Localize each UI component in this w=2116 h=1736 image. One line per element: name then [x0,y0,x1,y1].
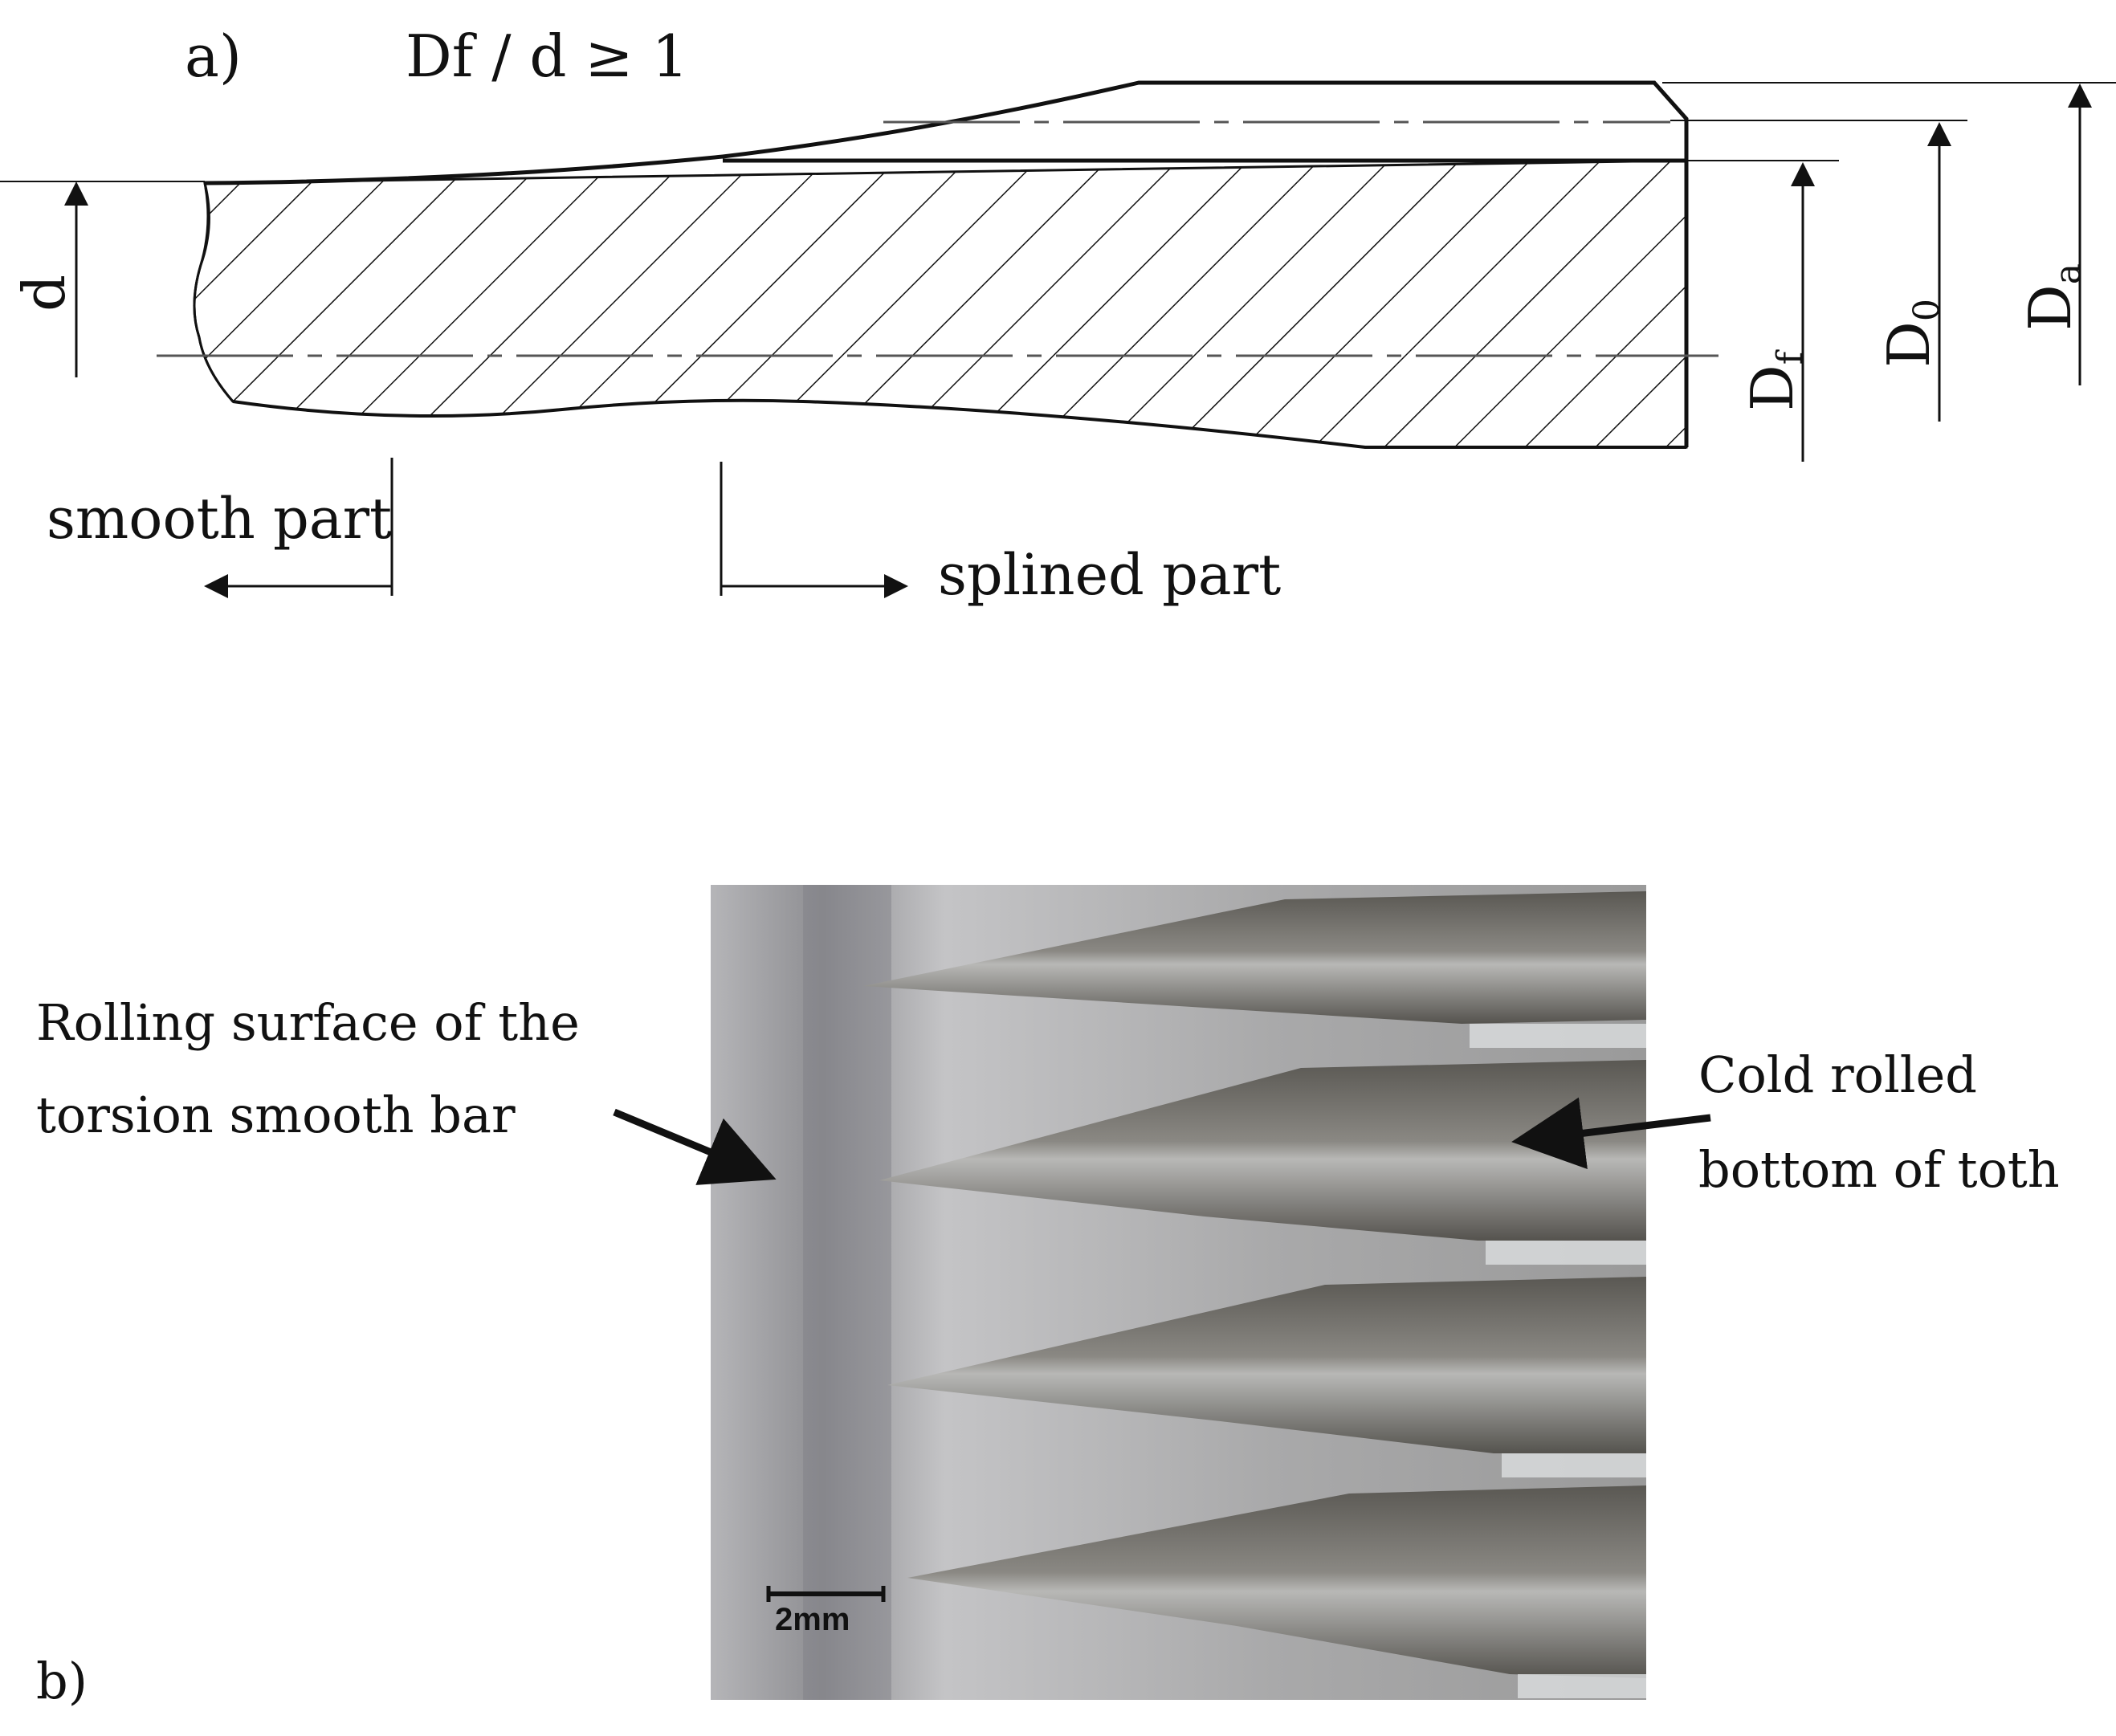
d0-dimension-label: D0 [1875,299,1947,368]
panel-b-label: b) [36,1652,88,1710]
df-base: D [1739,365,1806,411]
d0-base: D [1875,321,1943,368]
scale-bar-label: 2mm [775,1602,850,1637]
photo-transition-band [803,885,891,1700]
panel-b: 2mm Rolling surface of the torsion smoot… [36,885,2060,1710]
tooth-root-highlight [1470,1024,1646,1048]
spline-tooth [879,1060,1646,1241]
cold-rolled-label-line1: Cold rolled [1698,1045,1977,1104]
df-dimension-label: Df [1739,349,1811,411]
tooth-root-highlight [1518,1674,1646,1698]
da-sub: a [2048,263,2089,284]
shaft-break-line [193,182,234,402]
spline-tooth [907,1485,1646,1678]
da-dimension-label: Da [2016,263,2089,331]
df-sub: f [1770,349,1811,365]
shaft-bottom-profile [232,398,1686,449]
d-dimension-label: d [10,275,78,312]
splined-part-label: splined part [938,542,1281,608]
panel-a-label: a) [185,22,242,90]
rolling-surface-label-line1: Rolling surface of the [36,993,580,1052]
smooth-part-label: smooth part [47,486,392,552]
tooth-root-highlight [1502,1453,1646,1477]
rolling-surface-label-line2: torsion smooth bar [36,1086,516,1144]
spline-tooth [887,1277,1646,1453]
formula-label: Df / d ≥ 1 [406,22,688,90]
da-base: D [2016,284,2084,331]
spline-tooth [863,891,1646,1024]
panel-a: a) Df / d ≥ 1 d Df D0 Da [0,22,2116,608]
tooth-root-highlight [1486,1241,1646,1265]
shaft-outer-profile [204,80,1689,447]
spline-photo: 2mm [711,885,1646,1700]
cold-rolled-label-line2: bottom of toth [1698,1140,2060,1199]
cold-rolled-arrow [1511,1097,1711,1169]
rolling-surface-arrow [613,1108,777,1185]
shaft-section [193,159,1688,449]
d0-sub: 0 [1906,299,1947,321]
